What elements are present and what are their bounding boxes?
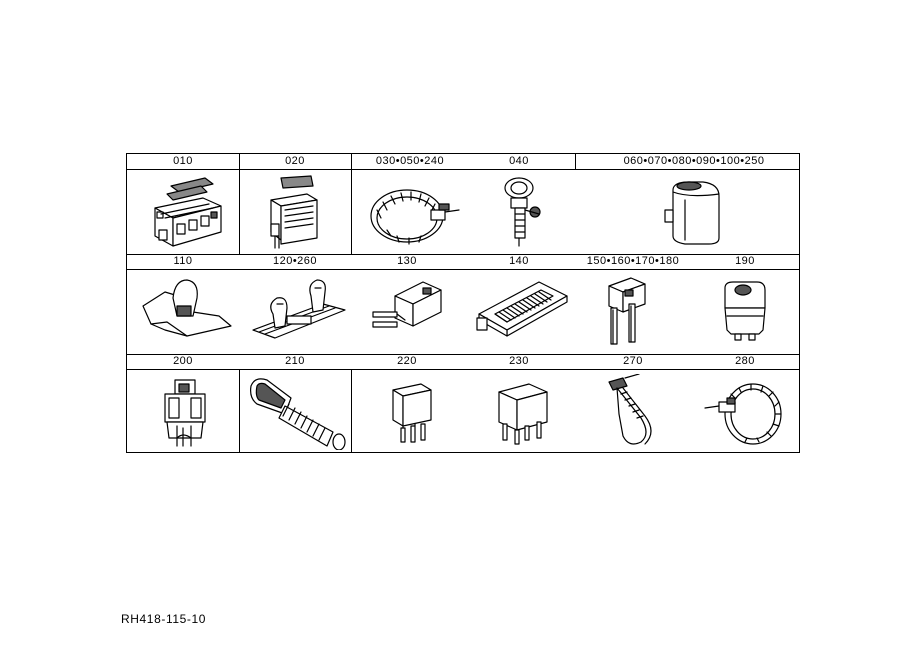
hose-clamp-icon xyxy=(363,174,463,252)
part-label: 130 xyxy=(397,255,417,267)
fuse-strip-icon xyxy=(473,278,573,346)
column-divider xyxy=(239,369,240,453)
cable-tie-icon xyxy=(597,374,671,450)
part-label: 060•070•080•090•100•250 xyxy=(623,155,765,167)
fuse-socket-icon xyxy=(157,376,217,450)
fuse-box-icon xyxy=(143,174,227,250)
column-divider xyxy=(239,154,240,254)
relay-cover-icon xyxy=(645,174,745,252)
fuse-holder-icon xyxy=(257,174,337,252)
column-divider xyxy=(351,154,352,254)
row-divider xyxy=(127,254,799,255)
part-label: 230 xyxy=(509,355,529,367)
relay-module-icon xyxy=(369,276,447,348)
part-label: 270 xyxy=(623,355,643,367)
part-label: 190 xyxy=(735,255,755,267)
part-label: 020 xyxy=(285,155,305,167)
mini-relay-icon xyxy=(385,376,441,450)
retainer-clip-icon xyxy=(247,274,347,350)
part-label: 040 xyxy=(509,155,529,167)
part-label: 120•260 xyxy=(272,255,318,267)
reference-code: RH418-115-10 xyxy=(121,612,207,626)
part-label: 210 xyxy=(285,355,305,367)
part-label: 200 xyxy=(173,355,193,367)
part-label: 010 xyxy=(173,155,193,167)
row-divider xyxy=(127,369,799,370)
tie-strap-icon xyxy=(701,376,791,448)
row-divider xyxy=(127,169,799,170)
relay-cube-icon xyxy=(493,376,553,450)
part-label: 110 xyxy=(173,255,193,267)
part-label: 150•160•170•180 xyxy=(586,255,680,267)
row-divider xyxy=(127,269,799,270)
maxi-fuse-icon xyxy=(717,278,777,352)
blade-fuse-icon xyxy=(599,274,659,354)
cable-grommet-icon xyxy=(245,374,351,450)
parts-table: 010 020 030•050•240 040 060•070•080•090•… xyxy=(126,153,800,453)
row-divider xyxy=(127,354,799,355)
column-divider xyxy=(575,154,576,169)
part-label: 220 xyxy=(397,355,417,367)
part-label: 140 xyxy=(509,255,529,267)
part-label: 280 xyxy=(735,355,755,367)
cable-clamp-icon xyxy=(489,174,559,252)
clip-nut-icon xyxy=(135,272,235,350)
column-divider xyxy=(351,369,352,453)
part-label: 030•050•240 xyxy=(375,155,445,167)
